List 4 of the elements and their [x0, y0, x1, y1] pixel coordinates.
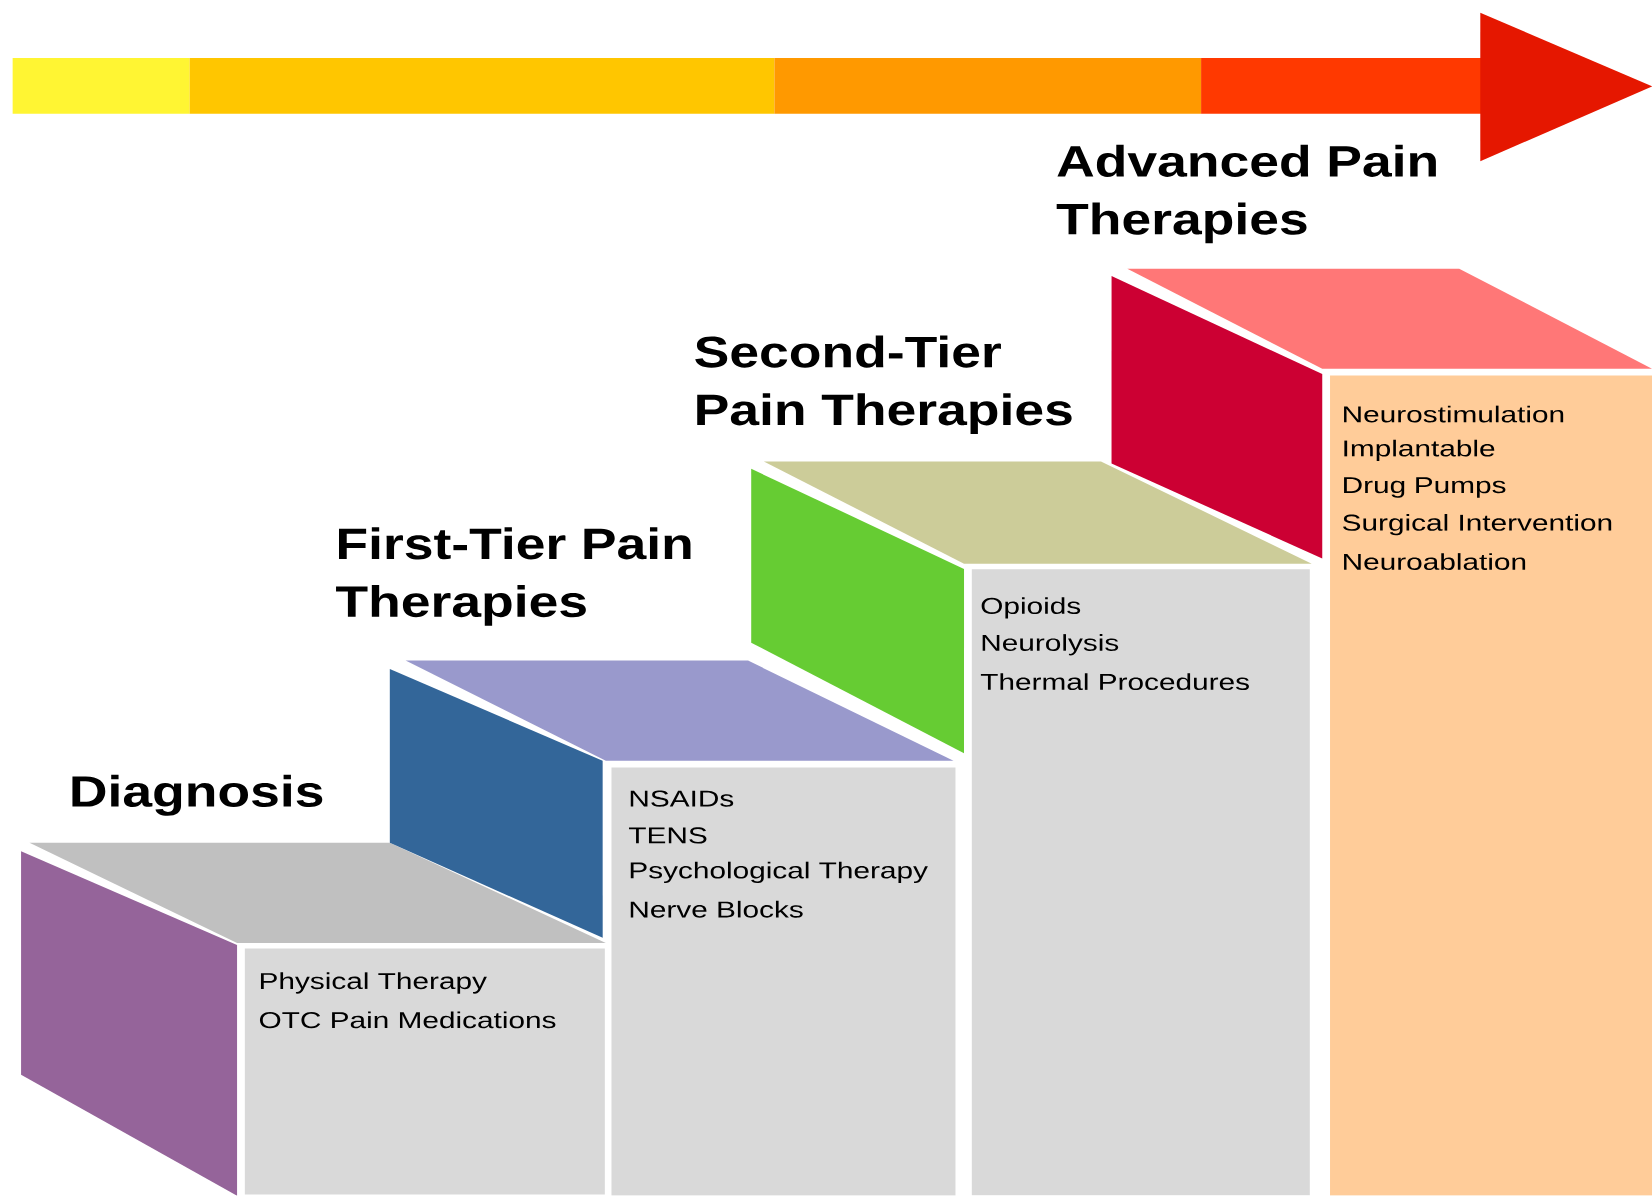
step-heading: Advanced Pain Therapies	[1056, 144, 1436, 244]
step-heading: Diagnosis	[72, 774, 323, 816]
step-heading: Second-Tier Pain Therapies	[695, 335, 1072, 435]
step-heading: First-Tier Pain Therapies	[336, 527, 691, 626]
